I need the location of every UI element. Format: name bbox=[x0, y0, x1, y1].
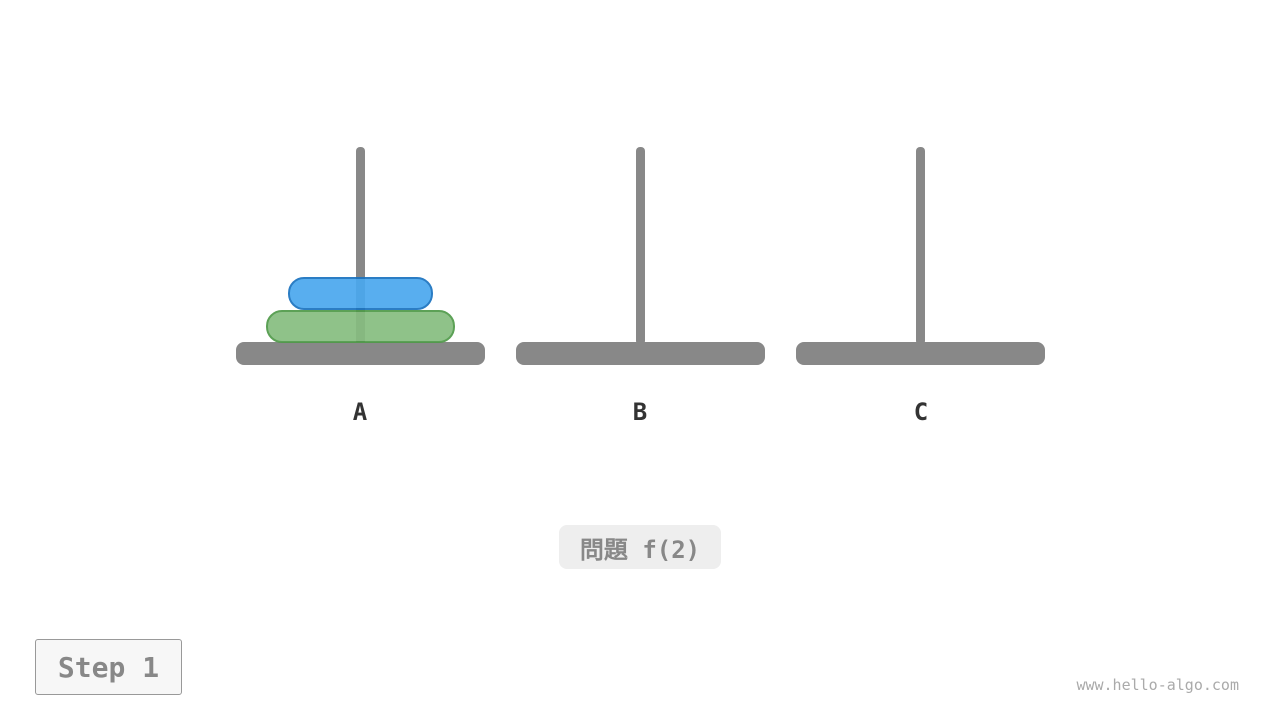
peg-a-base bbox=[236, 342, 485, 365]
peg-label-c: C bbox=[913, 398, 929, 426]
peg-b-base bbox=[516, 342, 765, 365]
disk-small bbox=[288, 277, 433, 310]
peg-c-rod bbox=[916, 147, 925, 345]
peg-a-rod bbox=[356, 147, 365, 345]
peg-label-a: A bbox=[352, 398, 368, 426]
peg-b-rod bbox=[636, 147, 645, 345]
disk-large bbox=[266, 310, 455, 343]
step-indicator: Step 1 bbox=[35, 639, 182, 695]
peg-c-base bbox=[796, 342, 1045, 365]
problem-badge: 問題 f(2) bbox=[559, 525, 721, 569]
peg-label-b: B bbox=[632, 398, 648, 426]
watermark: www.hello-algo.com bbox=[1076, 676, 1239, 694]
